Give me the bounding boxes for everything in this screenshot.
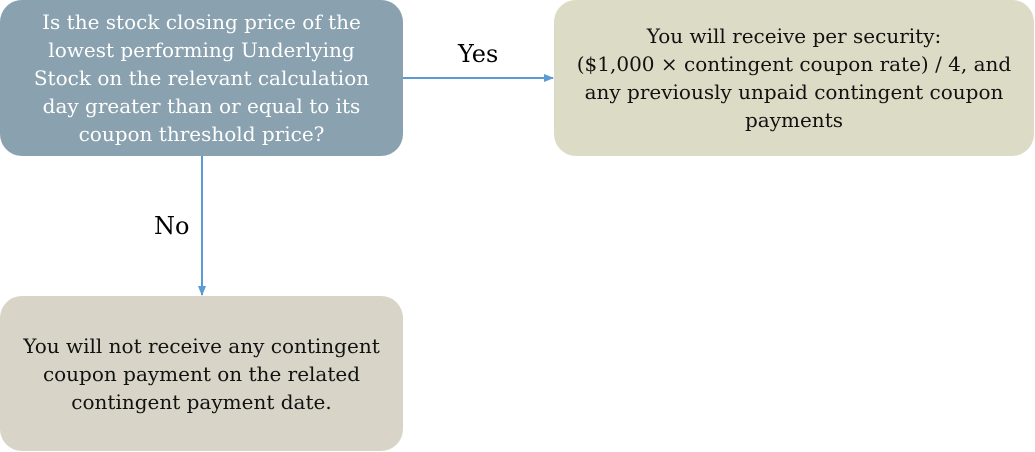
no-label: No xyxy=(154,212,190,240)
question-box: Is the stock closing price of the lowest… xyxy=(0,0,403,156)
no-outcome-text: You will not receive any contingent coup… xyxy=(23,333,380,414)
yes-outcome-text: You will receive per security: ($1,000 ×… xyxy=(576,24,1012,132)
question-text: Is the stock closing price of the lowest… xyxy=(33,10,370,146)
no-outcome-box: You will not receive any contingent coup… xyxy=(0,296,403,451)
yes-outcome-box: You will receive per security: ($1,000 ×… xyxy=(554,0,1034,156)
yes-label: Yes xyxy=(458,40,499,68)
